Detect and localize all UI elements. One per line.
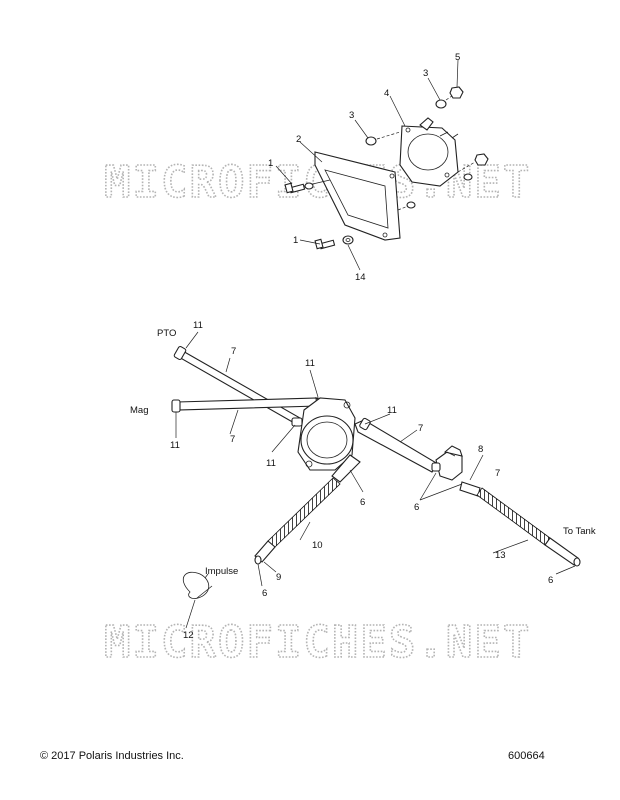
callout-3-right: 3 — [423, 68, 428, 79]
watermark-bottom: MICROFICHES.NET — [104, 617, 531, 668]
label-mag: Mag — [130, 405, 148, 416]
nut-5 — [449, 86, 464, 99]
callout-14: 14 — [355, 272, 366, 283]
nut-pump — [474, 153, 489, 166]
callout-4: 4 — [384, 88, 389, 99]
callout-7-tank: 7 — [495, 468, 500, 479]
callout-3-left: 3 — [349, 110, 354, 121]
hose-to-valve — [354, 417, 439, 473]
callout-7-pto: 7 — [231, 346, 236, 357]
callout-6-valve: 6 — [414, 502, 419, 513]
callout-2: 2 — [296, 134, 301, 145]
label-impulse: Impulse — [205, 566, 238, 577]
callout-1-upper: 1 — [268, 158, 273, 169]
copyright-text: © 2017 Polaris Industries Inc. — [40, 750, 184, 762]
bolt-lower — [314, 238, 336, 250]
hose-tank — [459, 481, 581, 567]
callout-11-filter-right: 11 — [387, 405, 397, 416]
hose-pto — [173, 345, 301, 425]
callout-11-pto: 11 — [193, 320, 203, 331]
callout-12: 12 — [183, 630, 194, 641]
fuel-pump — [399, 117, 459, 187]
bracket — [314, 151, 401, 241]
callout-8: 8 — [478, 444, 483, 455]
callout-11-filter-top: 11 — [305, 358, 315, 369]
washer-3-right — [435, 99, 447, 109]
hose-impulse — [254, 454, 361, 565]
fuel-filter — [291, 397, 356, 471]
callout-11-mag: 11 — [170, 440, 180, 451]
washer-pump — [463, 173, 473, 181]
callout-6-impulse: 6 — [262, 588, 267, 599]
callout-10: 10 — [312, 540, 323, 551]
label-to-tank: To Tank — [563, 526, 596, 537]
clamp-12 — [182, 571, 213, 599]
diagram-number: 600664 — [508, 750, 545, 762]
hose-mag — [171, 397, 327, 415]
washer-3-left — [365, 136, 377, 146]
washer-bracket — [406, 201, 416, 209]
callout-9: 9 — [276, 572, 281, 583]
callout-6-filter: 6 — [360, 497, 365, 508]
callout-7-valve: 7 — [418, 423, 423, 434]
callout-13: 13 — [495, 550, 506, 561]
bolt-upper — [284, 179, 331, 194]
callout-11-filter-left: 11 — [266, 458, 276, 469]
valve-8 — [431, 445, 463, 481]
callout-7-mag: 7 — [230, 434, 235, 445]
callouts: 1 1 2 3 3 4 5 14 11 11 11 11 11 7 7 7 7 … — [170, 52, 553, 641]
washer-upper — [304, 182, 314, 190]
callout-6-tank: 6 — [548, 575, 553, 586]
callout-1-lower: 1 — [293, 235, 298, 246]
callout-5: 5 — [455, 52, 460, 63]
washer-14 — [342, 235, 354, 245]
label-pto: PTO — [157, 328, 176, 339]
